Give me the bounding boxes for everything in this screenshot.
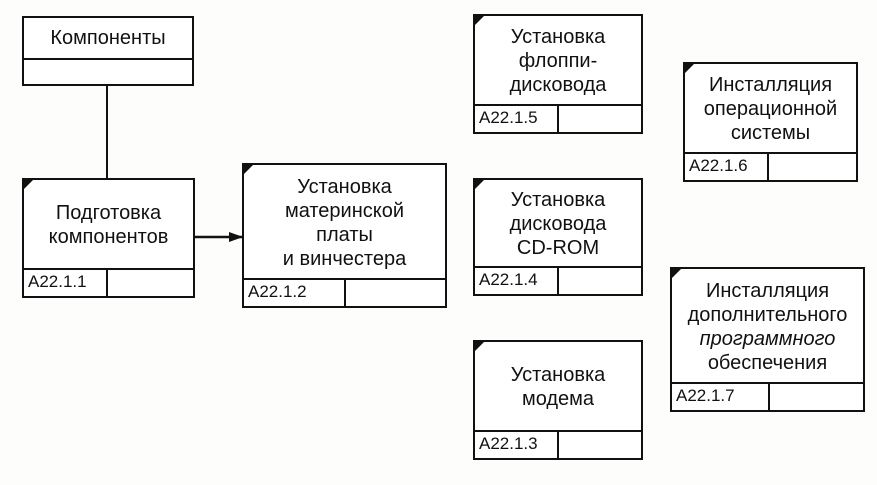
activity-code: A22.1.1 xyxy=(24,270,108,296)
activity-a2217[interactable]: Инсталляция дополнительного программного… xyxy=(670,267,865,412)
corner-mark xyxy=(685,64,694,73)
corner-mark xyxy=(475,16,484,25)
activity-label: Установка материнской платы и винчестера xyxy=(282,175,407,270)
corner-mark xyxy=(244,165,253,174)
corner-mark xyxy=(672,269,681,278)
components-box: Компоненты xyxy=(22,16,194,86)
activity-a2211[interactable]: Подготовка компонентов A22.1.1 xyxy=(22,178,195,298)
corner-mark xyxy=(475,342,484,351)
activity-code: A22.1.4 xyxy=(475,268,559,294)
activity-footer: A22.1.3 xyxy=(475,430,641,458)
activity-a2216[interactable]: Инсталляция операционной системы A22.1.6 xyxy=(683,62,858,182)
activity-label: Установка модема xyxy=(510,364,606,410)
activity-label: Инсталляция операционной системы xyxy=(703,74,838,144)
activity-a2215[interactable]: Установка флоппи- дисковода A22.1.5 xyxy=(473,14,643,134)
activity-label: Инсталляция дополнительного программного… xyxy=(687,279,848,374)
activity-footer: A22.1.1 xyxy=(24,268,193,296)
activity-footer: A22.1.2 xyxy=(244,278,445,306)
activity-code: A22.1.5 xyxy=(475,106,559,132)
activity-label: Подготовка компонентов xyxy=(48,202,169,248)
activity-footer: A22.1.6 xyxy=(685,152,856,180)
activity-code: A22.1.7 xyxy=(672,384,770,410)
components-title: Компоненты xyxy=(24,18,192,60)
activity-footer: A22.1.4 xyxy=(475,266,641,294)
activity-footer: A22.1.5 xyxy=(475,104,641,132)
activity-a2213[interactable]: Установка модема A22.1.3 xyxy=(473,340,643,460)
activity-a2214[interactable]: Установка дисковода CD-ROM A22.1.4 xyxy=(473,178,643,296)
activity-label: Установка дисковода CD-ROM xyxy=(509,189,607,259)
activity-code: A22.1.3 xyxy=(475,432,559,458)
corner-mark xyxy=(24,180,33,189)
activity-code: A22.1.6 xyxy=(685,154,769,180)
activity-footer: A22.1.7 xyxy=(672,382,863,410)
activity-a2212[interactable]: Установка материнской платы и винчестера… xyxy=(242,163,447,308)
activity-code: A22.1.2 xyxy=(244,280,346,306)
activity-label: Установка флоппи- дисковода xyxy=(509,26,607,96)
corner-mark xyxy=(475,180,484,189)
